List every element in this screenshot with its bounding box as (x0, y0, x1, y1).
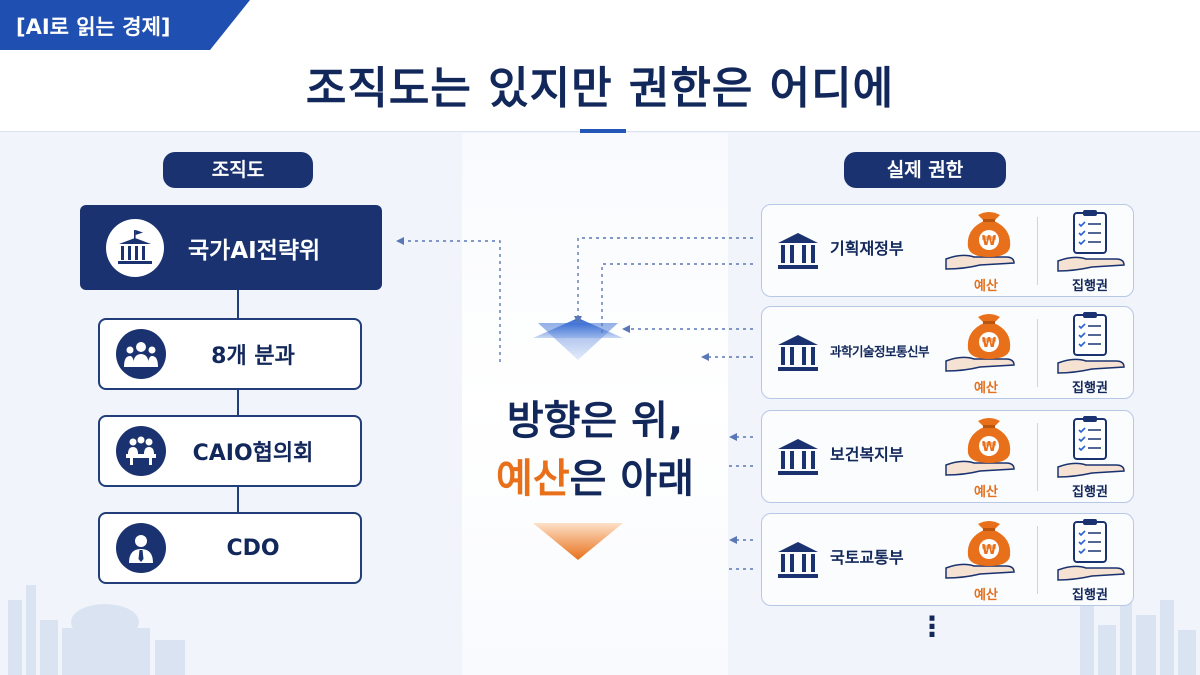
slogan-line-2: 예산은 아래 (462, 446, 728, 504)
card-divider (1037, 526, 1038, 594)
series-tag: [AI로 읽는 경제] (0, 0, 250, 50)
government-building-icon (106, 218, 164, 277)
card-divider (1037, 319, 1038, 387)
people-group-icon (116, 329, 166, 379)
bank-building-icon (778, 542, 818, 578)
person-tie-icon (116, 523, 166, 573)
clipboard-checklist-icon (1057, 519, 1125, 581)
execution-label: 집행권 (1072, 588, 1108, 603)
slogan-highlight-budget: 예산 (496, 456, 570, 502)
center-panel (462, 133, 728, 675)
ministry-card: 기획재정부 ₩ 예산 집행권 (761, 204, 1134, 297)
org-item-subcommittees: 8개 분과 (98, 318, 362, 390)
slogan-line-1: 방향은 위, (506, 398, 684, 444)
bank-building-icon (778, 439, 818, 475)
ministry-name: 보건복지부 (830, 445, 904, 464)
card-divider (1037, 423, 1038, 491)
ministry-card: 보건복지부 ₩ 예산 집행권 (761, 410, 1134, 503)
ministry-name: 과학기술정보통신부 (830, 344, 930, 359)
execution-label: 집행권 (1072, 279, 1108, 294)
svg-text:₩: ₩ (982, 440, 997, 455)
title-accent-line (580, 129, 626, 133)
page-title: 조직도는 있지만 권한은 어디에 (305, 63, 895, 114)
card-divider (1037, 217, 1038, 285)
org-item-label: CDO (226, 535, 280, 561)
clipboard-checklist-icon (1057, 210, 1125, 272)
meeting-table-icon (116, 426, 166, 476)
money-bag-icon: ₩ (945, 521, 1015, 579)
org-item-caio-council: CAIO협의회 (98, 415, 362, 487)
budget-label: 예산 (974, 588, 998, 603)
clipboard-checklist-icon (1057, 416, 1125, 478)
svg-text:₩: ₩ (982, 234, 997, 249)
slogan-line-2-rest: 은 아래 (569, 456, 694, 502)
org-chart-heading: 조직도 (163, 152, 313, 188)
clipboard-checklist-icon (1057, 312, 1125, 374)
bank-building-icon (778, 233, 818, 269)
connector-line (237, 485, 239, 512)
authority-heading: 실제 권한 (844, 152, 1006, 188)
ministry-card: 과학기술정보통신부 ₩ 예산 집행권 (761, 306, 1134, 399)
money-bag-icon: ₩ (945, 212, 1015, 270)
ministry-name: 기획재정부 (830, 239, 904, 258)
ministry-name: 국토교통부 (830, 548, 904, 567)
bank-building-icon (778, 335, 818, 371)
org-item-label: CAIO협의회 (192, 441, 314, 466)
execution-label: 집행권 (1072, 381, 1108, 396)
budget-label: 예산 (974, 381, 998, 396)
org-item-label: 8개 분과 (211, 344, 295, 369)
org-item-cdo: CDO (98, 512, 362, 584)
connector-line (237, 290, 239, 318)
execution-label: 집행권 (1072, 485, 1108, 500)
budget-label: 예산 (974, 485, 998, 500)
connector-line (237, 388, 239, 415)
org-top-box: 국가AI전략위 (80, 205, 382, 290)
budget-label: 예산 (974, 279, 998, 294)
money-bag-icon: ₩ (945, 314, 1015, 372)
more-ellipsis: ⋮ (918, 610, 946, 643)
ministry-card: 국토교통부 ₩ 예산 집행권 (761, 513, 1134, 606)
svg-text:₩: ₩ (982, 336, 997, 351)
org-top-label: 국가AI전략위 (188, 237, 321, 264)
svg-text:₩: ₩ (982, 543, 997, 558)
money-bag-icon: ₩ (945, 418, 1015, 476)
